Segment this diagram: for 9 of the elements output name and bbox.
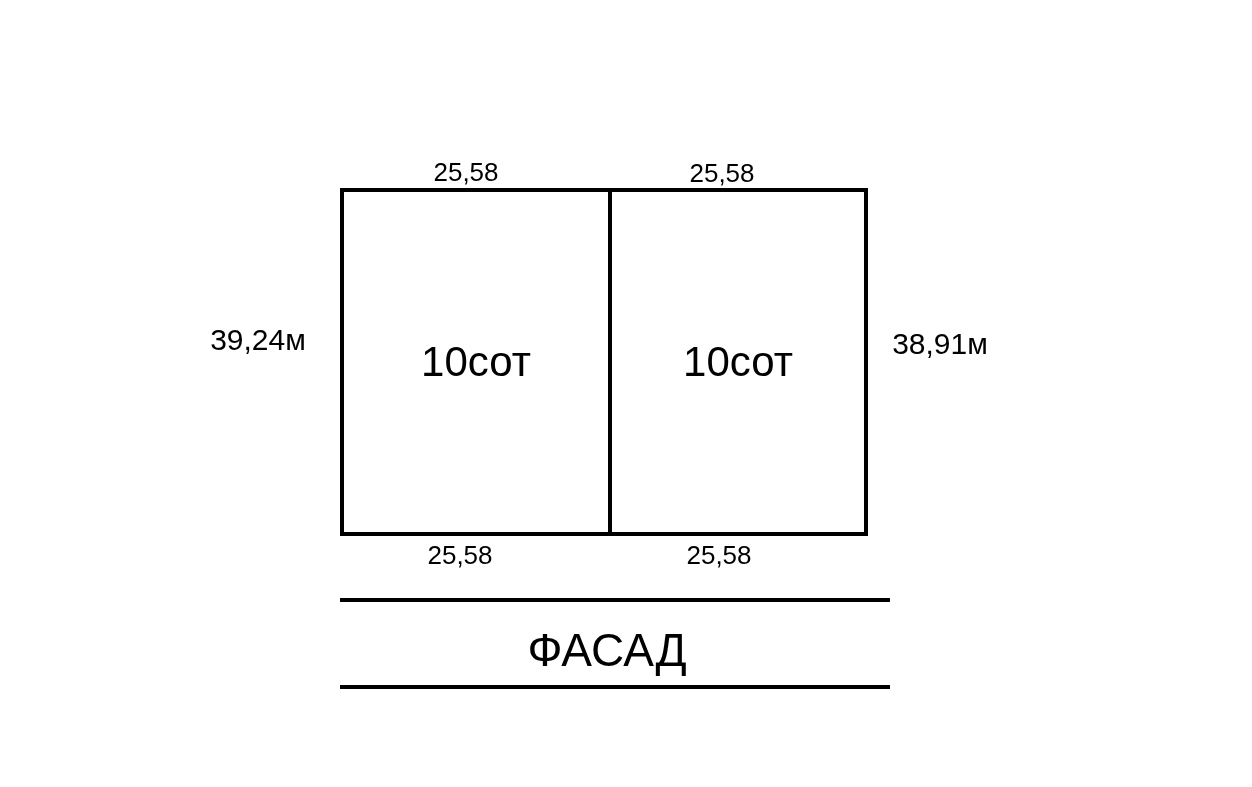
- dimension-label: 25,58: [689, 157, 755, 189]
- dimension-label: 25,58: [686, 539, 752, 571]
- dimension-label: 25,58: [433, 156, 499, 188]
- dimension-label: 39,24м: [210, 323, 306, 357]
- plot-area-label: 10сот: [683, 338, 793, 386]
- plot-area-label: 10сот: [421, 338, 531, 386]
- dimension-label: 38,91м: [892, 327, 988, 361]
- dimension-label: 25,58: [427, 539, 493, 571]
- facade-label: ФАСАД: [527, 623, 687, 677]
